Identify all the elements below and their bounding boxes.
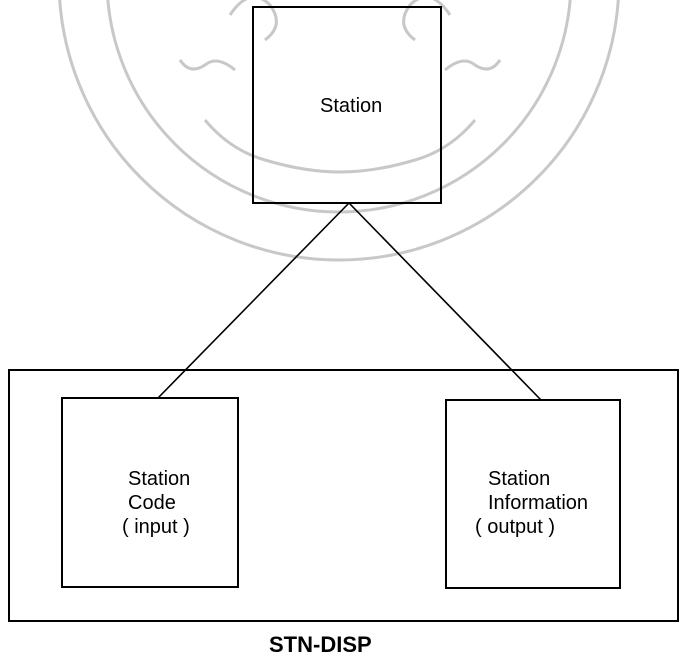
- module-frame: [8, 369, 679, 622]
- connector-root-to-info: [348, 202, 542, 401]
- input-node-line2: Code: [128, 492, 176, 514]
- input-node-line3: ( input ): [122, 516, 190, 538]
- module-title: STN-DISP: [269, 632, 372, 657]
- input-node-label: Station Code ( input ): [122, 467, 191, 539]
- input-node-box: [61, 397, 239, 588]
- root-node-box: [252, 6, 442, 204]
- output-node-line3: ( output ): [475, 516, 556, 538]
- output-node-line1: Station: [488, 468, 551, 490]
- output-node-line2: Information: [488, 492, 589, 514]
- root-node-text: Station: [320, 95, 383, 117]
- root-node-label: Station: [320, 94, 382, 118]
- output-node-box: [445, 399, 621, 589]
- connector-root-to-code: [157, 202, 350, 399]
- output-node-label: Station Information ( output ): [475, 467, 589, 539]
- input-node-line1: Station: [128, 468, 191, 490]
